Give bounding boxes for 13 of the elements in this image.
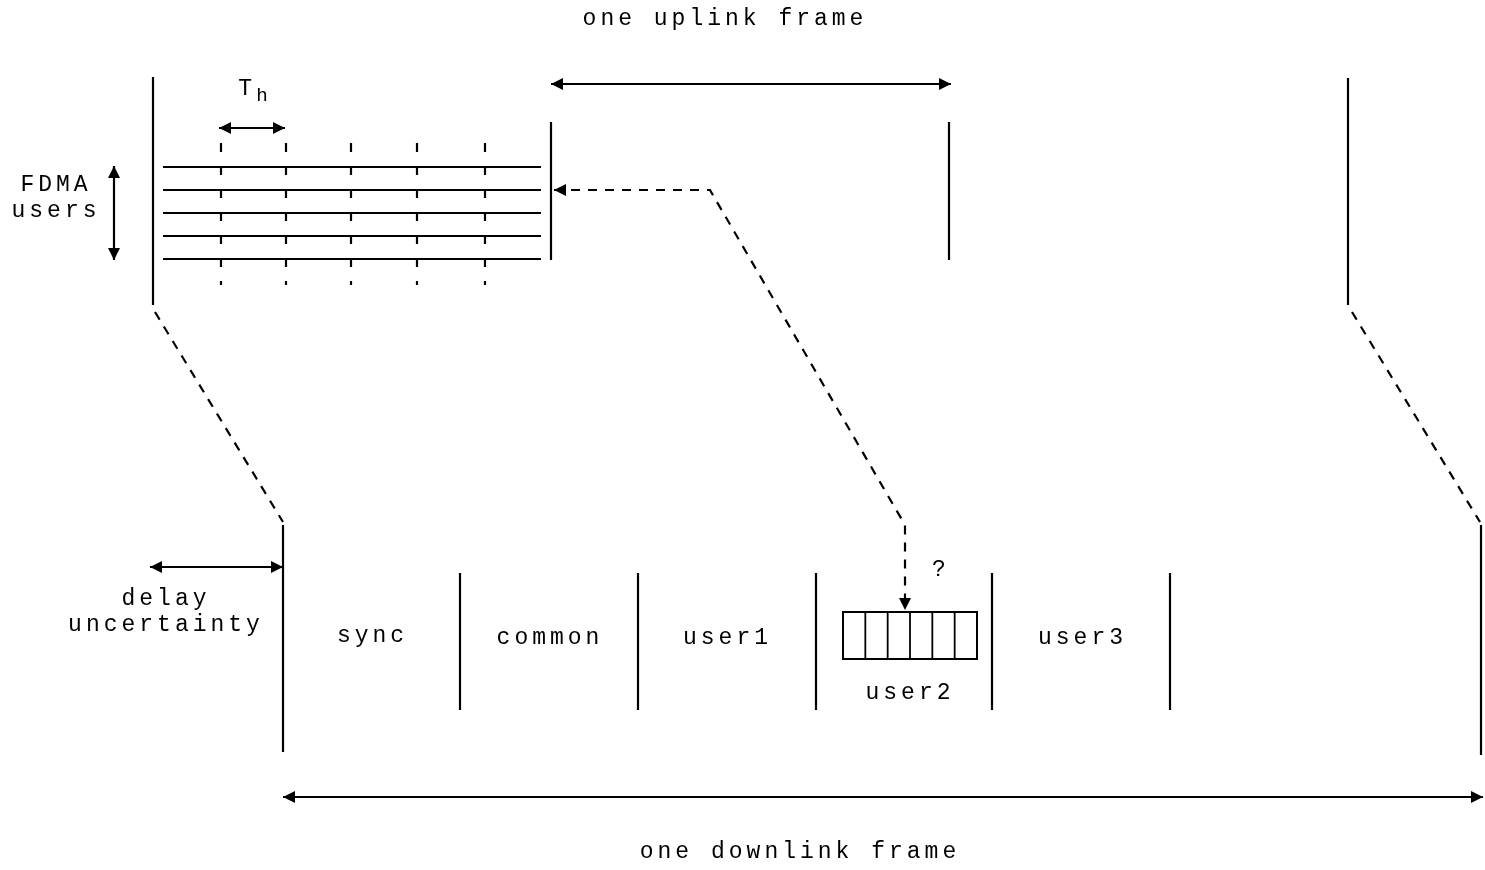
slot-label: user3 (1037, 625, 1128, 651)
slot-box (842, 611, 978, 660)
axis-label: FDMA users (10, 172, 102, 224)
dimension-label: delay uncertainty (67, 586, 265, 638)
dashed-arrow (554, 184, 911, 610)
question-mark: ? (931, 557, 951, 583)
slot-label: sync (335, 623, 410, 649)
dimension-label: one uplink frame (581, 6, 869, 32)
dimension-label: T$_{h}$ (237, 76, 273, 109)
slot-label: user2 (864, 680, 956, 706)
slot-label: user1 (682, 625, 773, 651)
dimension-label: one downlink frame (638, 839, 962, 865)
slot-label: common (495, 625, 605, 651)
